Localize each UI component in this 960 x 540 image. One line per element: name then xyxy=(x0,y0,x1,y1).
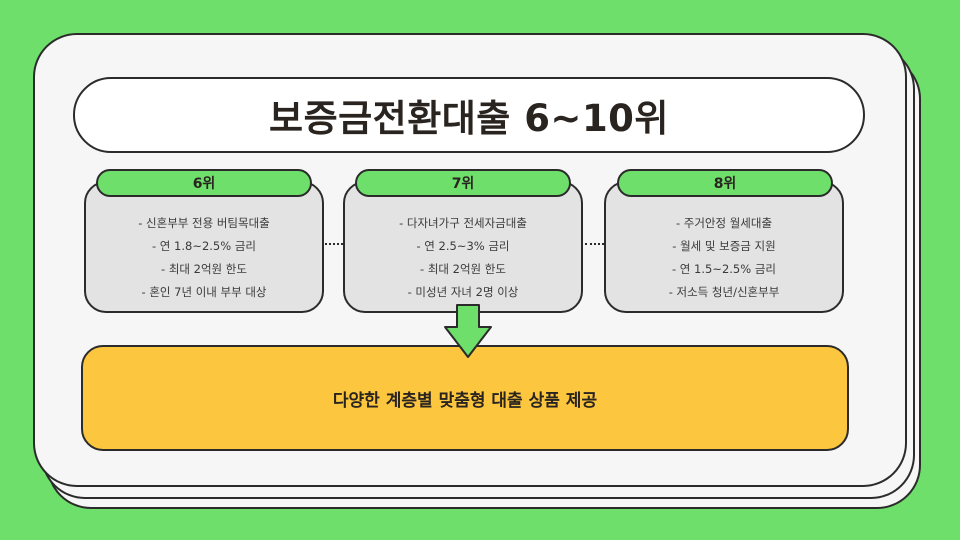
list-item: - 연 1.5~2.5% 금리 xyxy=(672,262,776,276)
list-item: - 주거안정 월세대출 xyxy=(675,216,773,230)
list-item: - 연 1.8~2.5% 금리 xyxy=(152,239,256,253)
list-item: - 최대 2억원 한도 xyxy=(420,262,506,276)
list-item: - 다자녀가구 전세자금대출 xyxy=(399,216,527,230)
list-item: - 혼인 7년 이내 부부 대상 xyxy=(141,285,267,299)
list-item: - 신혼부부 전용 버팀목대출 xyxy=(138,216,270,230)
dotted-connector xyxy=(325,243,343,245)
summary-box: 다양한 계층별 맞춤형 대출 상품 제공 xyxy=(81,345,849,451)
down-arrow-icon xyxy=(444,304,492,358)
list-item: - 연 2.5~3% 금리 xyxy=(416,239,510,253)
summary-text: 다양한 계층별 맞춤형 대출 상품 제공 xyxy=(332,390,598,411)
list-item: - 최대 2억원 한도 xyxy=(161,262,247,276)
list-item: - 저소득 청년/신혼부부 xyxy=(668,285,780,299)
rank-tag-7: 7위 xyxy=(355,169,571,197)
rank-list-6: - 신혼부부 전용 버팀목대출 - 연 1.8~2.5% 금리 - 최대 2억원… xyxy=(86,214,322,306)
rank-tag-6: 6위 xyxy=(96,169,312,197)
rank-box-6: - 신혼부부 전용 버팀목대출 - 연 1.8~2.5% 금리 - 최대 2억원… xyxy=(84,181,324,313)
page-title: 보증금전환대출 6~10위 xyxy=(269,97,669,140)
dotted-connector xyxy=(585,243,604,245)
rank-list-8: - 주거안정 월세대출 - 월세 및 보증금 지원 - 연 1.5~2.5% 금… xyxy=(606,214,842,306)
title-pill: 보증금전환대출 6~10위 xyxy=(73,77,865,153)
rank-tag-8: 8위 xyxy=(617,169,833,197)
list-item: - 미성년 자녀 2명 이상 xyxy=(407,285,519,299)
rank-box-8: - 주거안정 월세대출 - 월세 및 보증금 지원 - 연 1.5~2.5% 금… xyxy=(604,181,844,313)
list-item: - 월세 및 보증금 지원 xyxy=(672,239,776,253)
rank-box-7: - 다자녀가구 전세자금대출 - 연 2.5~3% 금리 - 최대 2억원 한도… xyxy=(343,181,583,313)
rank-list-7: - 다자녀가구 전세자금대출 - 연 2.5~3% 금리 - 최대 2억원 한도… xyxy=(345,214,581,306)
